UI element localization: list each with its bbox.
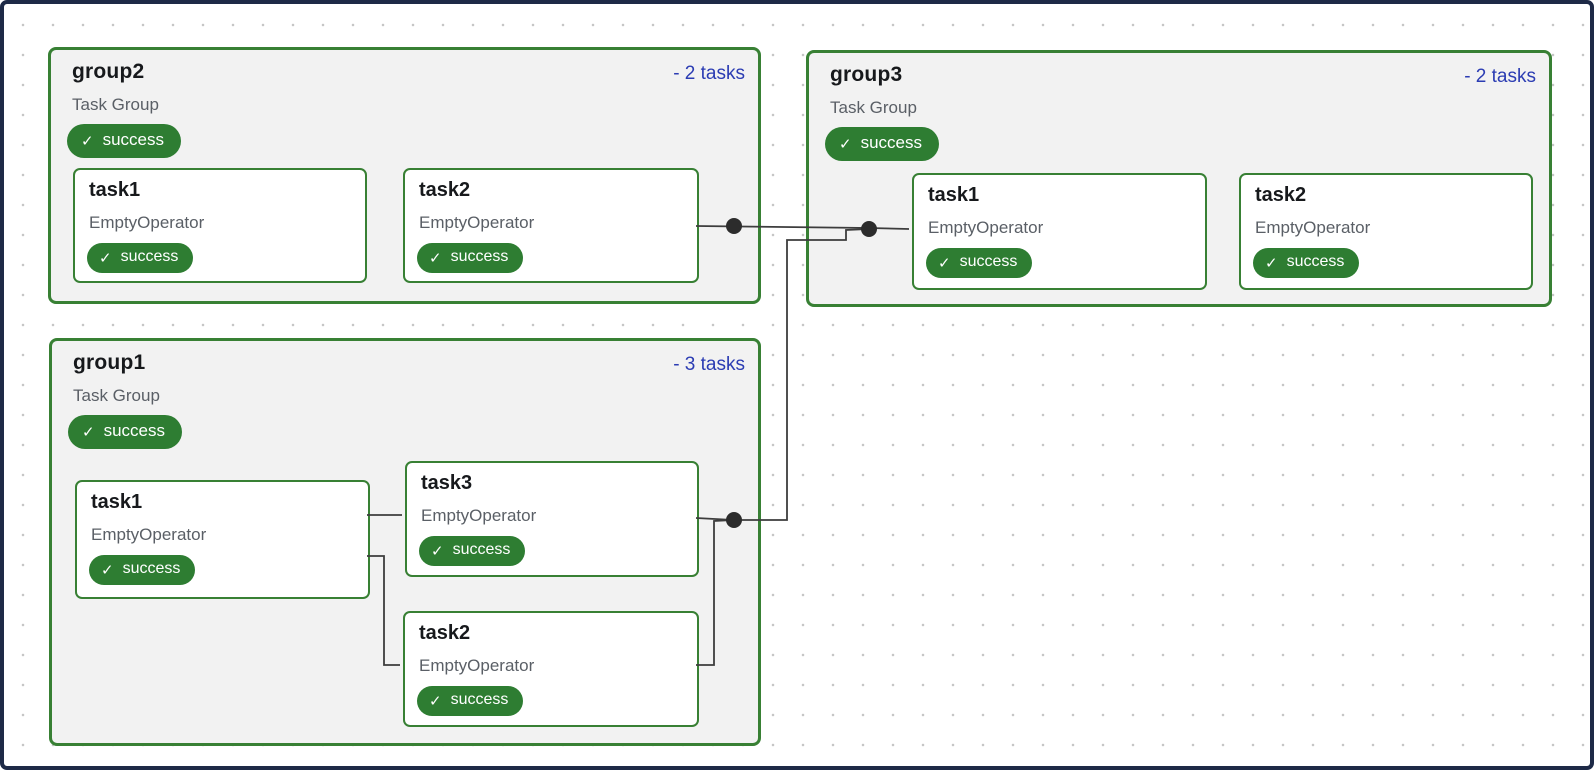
- task-node-group1-task3[interactable]: task3 EmptyOperator ✓ success: [405, 461, 699, 577]
- check-icon: ✓: [938, 254, 951, 272]
- check-icon: ✓: [101, 561, 114, 579]
- task-status-badge: ✓ success: [89, 555, 196, 585]
- task-node-group2-task2[interactable]: task2 EmptyOperator ✓ success: [403, 168, 699, 283]
- group-type-label: Task Group: [72, 95, 159, 114]
- task-group-group1[interactable]: group1 Task Group - 3 tasks ✓ success ta…: [49, 338, 761, 746]
- check-icon: ✓: [81, 132, 94, 150]
- check-icon: ✓: [431, 542, 444, 560]
- task-node-group1-task2[interactable]: task2 EmptyOperator ✓ success: [403, 611, 699, 727]
- task-title: task2: [1255, 184, 1307, 206]
- task-node-group2-task1[interactable]: task1 EmptyOperator ✓ success: [73, 168, 367, 283]
- task-operator: EmptyOperator: [91, 525, 207, 544]
- check-icon: ✓: [82, 423, 95, 441]
- collapse-toggle[interactable]: - 2 tasks: [673, 63, 745, 84]
- status-label: success: [102, 130, 164, 149]
- group-type-label: Task Group: [830, 98, 917, 117]
- status-label: success: [450, 248, 509, 265]
- collapse-toggle[interactable]: - 2 tasks: [1464, 66, 1536, 87]
- status-label: success: [452, 541, 511, 558]
- collapse-toggle[interactable]: - 3 tasks: [673, 354, 745, 375]
- group-status-badge: ✓ success: [67, 124, 181, 158]
- check-icon: ✓: [99, 249, 112, 267]
- task-node-group3-task1[interactable]: task1 EmptyOperator ✓ success: [912, 173, 1207, 290]
- task-title: task3: [421, 472, 473, 494]
- task-operator: EmptyOperator: [928, 218, 1044, 237]
- group-type-label: Task Group: [73, 386, 160, 405]
- group-status-badge: ✓ success: [825, 127, 939, 161]
- group-status-badge: ✓ success: [68, 415, 182, 449]
- check-icon: ✓: [1265, 254, 1278, 272]
- task-title: task2: [419, 179, 471, 201]
- status-label: success: [1286, 253, 1345, 270]
- task-operator: EmptyOperator: [419, 213, 535, 232]
- group-title: group2: [72, 60, 145, 83]
- task-node-group1-task1[interactable]: task1 EmptyOperator ✓ success: [75, 480, 370, 599]
- task-title: task1: [928, 184, 980, 206]
- task-status-badge: ✓ success: [417, 243, 524, 273]
- task-title: task2: [419, 622, 471, 644]
- status-label: success: [959, 253, 1018, 270]
- task-operator: EmptyOperator: [419, 656, 535, 675]
- check-icon: ✓: [429, 249, 442, 267]
- group-title: group3: [830, 63, 903, 86]
- task-node-group3-task2[interactable]: task2 EmptyOperator ✓ success: [1239, 173, 1533, 290]
- status-label: success: [120, 248, 179, 265]
- task-operator: EmptyOperator: [421, 506, 537, 525]
- task-status-badge: ✓ success: [87, 243, 194, 273]
- check-icon: ✓: [839, 135, 852, 153]
- task-title: task1: [91, 491, 143, 513]
- status-label: success: [122, 560, 181, 577]
- task-operator: EmptyOperator: [1255, 218, 1371, 237]
- task-status-badge: ✓ success: [417, 686, 524, 716]
- status-label: success: [450, 691, 509, 708]
- check-icon: ✓: [429, 692, 442, 710]
- task-operator: EmptyOperator: [89, 213, 205, 232]
- task-group-group2[interactable]: group2 Task Group - 2 tasks ✓ success ta…: [48, 47, 761, 304]
- task-status-badge: ✓ success: [419, 536, 526, 566]
- group-title: group1: [73, 351, 146, 374]
- task-status-badge: ✓ success: [1253, 248, 1360, 278]
- status-label: success: [860, 133, 922, 152]
- task-group-group3[interactable]: group3 Task Group - 2 tasks ✓ success ta…: [806, 50, 1552, 307]
- status-label: success: [103, 421, 165, 440]
- task-title: task1: [89, 179, 141, 201]
- task-status-badge: ✓ success: [926, 248, 1033, 278]
